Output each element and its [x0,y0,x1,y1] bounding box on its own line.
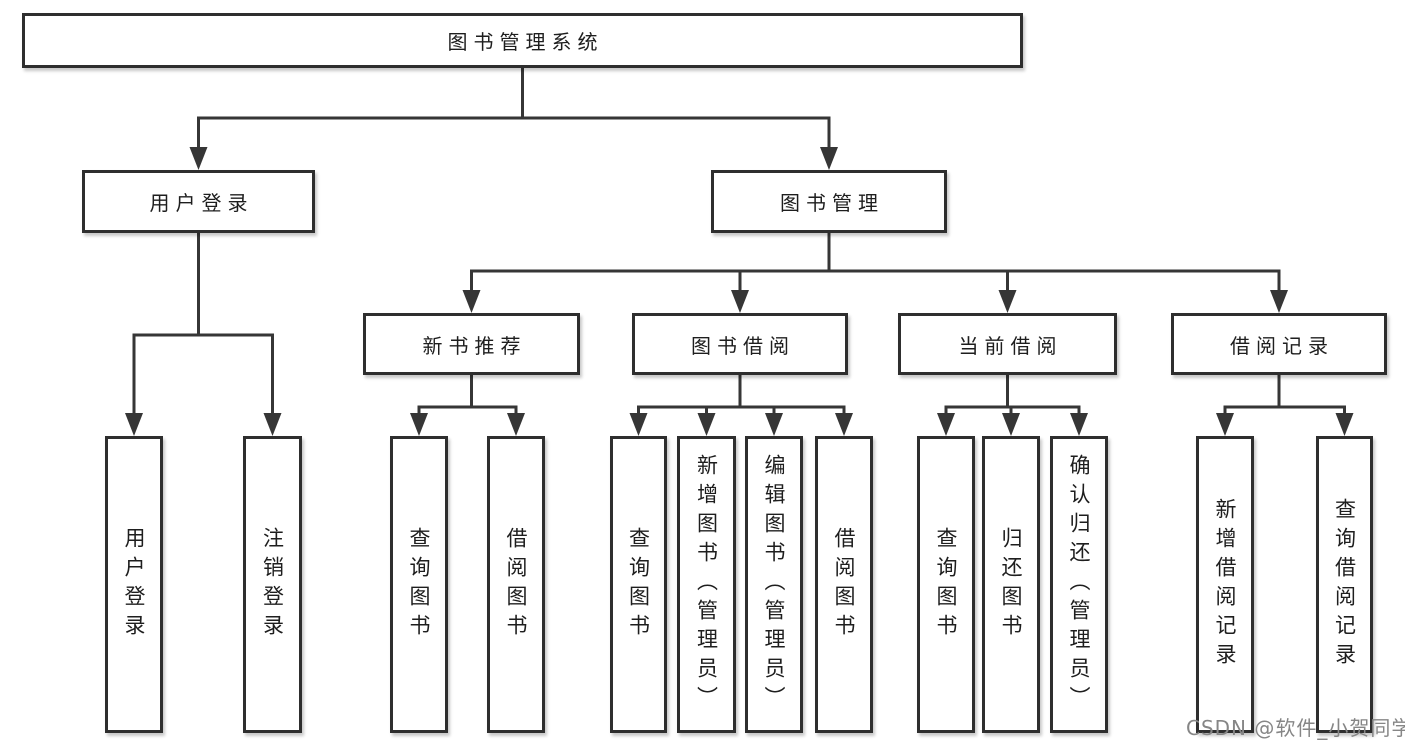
node-leaf-add-borrow-rec: 新增借阅记录 [1196,436,1254,733]
node-leaf-edit-book-label: 编辑图书（管理员） [762,454,786,715]
node-root: 图书管理系统 [22,13,1023,68]
node-leaf-query-borrow-rec-label: 查询借阅记录 [1332,497,1357,672]
node-leaf-query-borrow-rec: 查询借阅记录 [1316,436,1373,733]
node-new-book-rec-label: 新书推荐 [422,333,527,358]
node-leaf-logout-label: 注销登录 [260,526,285,643]
node-leaf-user-login-label: 用户登录 [122,526,146,643]
node-root-label: 图书管理系统 [447,30,604,54]
arrowhead-icon [998,290,1017,313]
node-new-book-rec: 新书推荐 [363,313,580,375]
arrowhead-icon [629,413,648,436]
arrowhead-icon [1070,413,1088,436]
node-leaf-borrow-book-2: 借阅图书 [815,436,873,733]
arrowhead-icon [1270,290,1288,313]
arrowhead-icon [1216,413,1234,436]
node-leaf-query-book-2-label: 查询图书 [626,526,651,643]
node-leaf-logout: 注销登录 [243,436,302,733]
node-current-borrow: 当前借阅 [898,313,1117,375]
node-leaf-borrow-book-1: 借阅图书 [487,436,545,733]
arrowhead-icon [263,413,282,436]
node-book-mgmt-label: 图书管理 [780,191,884,215]
arrowhead-icon [507,413,525,436]
arrowhead-icon [820,147,838,170]
node-leaf-borrow-book-1-label: 借阅图书 [504,526,528,643]
arrowhead-icon [189,147,208,170]
node-leaf-return-book: 归还图书 [982,436,1040,733]
node-leaf-query-book-3: 查询图书 [917,436,975,733]
arrowhead-icon [1335,413,1354,436]
node-borrow-record-label: 借阅记录 [1230,333,1334,358]
arrowhead-icon [697,413,716,436]
node-user-login: 用户登录 [82,170,315,233]
node-user-login-label: 用户登录 [149,191,254,215]
arrowhead-icon [462,290,481,313]
node-leaf-query-book-1-label: 查询图书 [407,526,431,643]
node-leaf-query-book-3-label: 查询图书 [934,526,958,643]
node-book-borrow-label: 图书借阅 [691,333,795,358]
node-leaf-query-book-1: 查询图书 [390,436,448,733]
arrowhead-icon [125,413,143,436]
node-leaf-return-book-label: 归还图书 [999,526,1023,643]
node-book-mgmt: 图书管理 [711,170,947,233]
arrowhead-icon [1002,413,1020,436]
node-borrow-record: 借阅记录 [1171,313,1387,375]
node-leaf-confirm-return: 确认归还（管理员） [1050,436,1108,733]
node-leaf-add-book-label: 新增图书（管理员） [694,454,719,715]
node-book-borrow: 图书借阅 [632,313,848,375]
arrowhead-icon [835,413,853,436]
node-leaf-confirm-return-label: 确认归还（管理员） [1067,454,1091,715]
arrowhead-icon [765,413,783,436]
arrowhead-icon [731,290,749,313]
node-leaf-user-login: 用户登录 [105,436,163,733]
arrowhead-icon [410,413,428,436]
node-leaf-query-book-2: 查询图书 [610,436,667,733]
watermark: CSDN @软件_小贺同学 [1186,716,1405,740]
node-leaf-edit-book: 编辑图书（管理员） [745,436,803,733]
node-current-borrow-label: 当前借阅 [958,333,1063,358]
node-leaf-add-book: 新增图书（管理员） [677,436,736,733]
node-leaf-borrow-book-2-label: 借阅图书 [832,526,856,643]
node-leaf-add-borrow-rec-label: 新增借阅记录 [1213,497,1237,672]
arrowhead-icon [937,413,955,436]
